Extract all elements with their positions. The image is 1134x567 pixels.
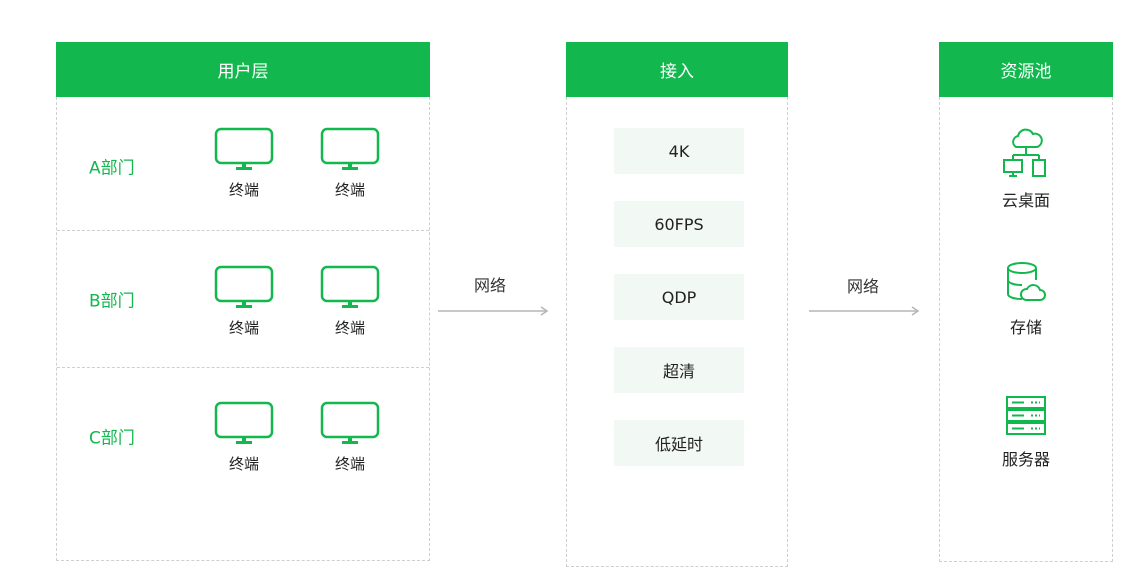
storage-icon: [1007, 262, 1046, 301]
department-b: B部门 终端 终端: [57, 230, 429, 367]
terminal-label: 终端: [334, 455, 365, 473]
terminal-label: 终端: [228, 455, 259, 473]
terminal-label: 终端: [228, 319, 259, 337]
feature-item: 4K: [614, 128, 744, 174]
user-layer-box: A部门 终端 终端 B部门 终端 终端 C部门: [56, 97, 430, 561]
resource-storage: 存储: [940, 260, 1112, 338]
server-icon: [1006, 396, 1046, 435]
access-box: 4K 60FPS QDP 超清 低延时: [566, 97, 788, 567]
terminal-label: 终端: [334, 181, 365, 199]
feature-item: 低延时: [614, 420, 744, 466]
terminal: 终端: [319, 265, 381, 338]
monitor-icon: [214, 401, 274, 444]
department-a: A部门 终端 终端: [57, 97, 429, 234]
resource-label: 云桌面: [1001, 191, 1050, 210]
arrow-right-icon: [809, 306, 920, 316]
terminal: 终端: [213, 401, 275, 474]
monitor-icon: [320, 127, 380, 170]
feature-item: QDP: [614, 274, 744, 320]
department-c: C部门 终端 终端: [57, 367, 429, 504]
resource-label: 存储: [1009, 318, 1042, 337]
department-label: B部门: [89, 291, 135, 312]
department-label: A部门: [89, 158, 135, 178]
terminal: 终端: [319, 401, 381, 474]
access-column: 接入 4K 60FPS QDP 超清 低延时: [566, 42, 788, 567]
feature-item: 60FPS: [614, 201, 744, 247]
resource-server: 服务器: [940, 394, 1112, 470]
monitor-icon: [320, 265, 380, 308]
resource-cloud-desktop: 云桌面: [940, 127, 1112, 211]
feature-item: 超清: [614, 347, 744, 393]
cloud-desktop-icon: [1003, 128, 1046, 177]
resource-pool-box: 云桌面 存储 服务器: [939, 97, 1113, 562]
department-label: C部门: [89, 428, 135, 449]
terminal-label: 终端: [228, 181, 259, 199]
terminal-label: 终端: [334, 319, 365, 337]
user-layer-column: 用户层 A部门 终端 终端 B部门 终端 终端: [56, 42, 430, 561]
resource-pool-column: 资源池 云桌面 存储: [939, 42, 1113, 562]
resource-pool-title: 资源池: [939, 42, 1113, 97]
network-label: 网络: [474, 276, 507, 295]
resource-label: 服务器: [1001, 450, 1050, 469]
arrow-right-icon: [438, 306, 549, 316]
user-layer-title: 用户层: [56, 42, 430, 97]
network-label: 网络: [847, 277, 880, 296]
terminal: 终端: [213, 265, 275, 338]
terminal: 终端: [319, 127, 381, 200]
terminal: 终端: [213, 127, 275, 200]
monitor-icon: [214, 127, 274, 170]
monitor-icon: [214, 265, 274, 308]
monitor-icon: [320, 401, 380, 444]
access-title: 接入: [566, 42, 788, 97]
